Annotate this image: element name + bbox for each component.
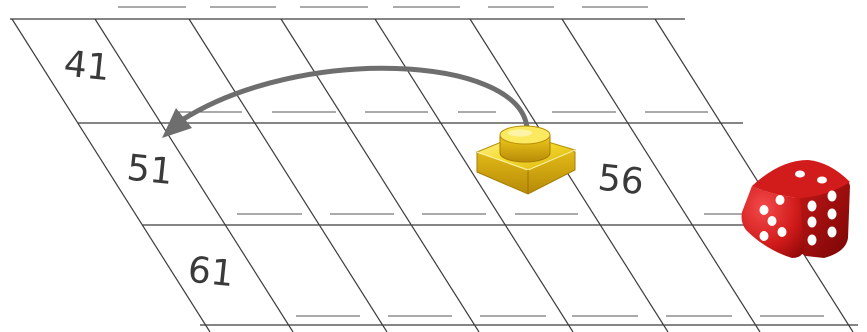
grid-column-line — [562, 19, 760, 332]
grid-column-line — [12, 19, 210, 332]
game-token-icon[interactable] — [477, 126, 575, 194]
curved-arrow-icon — [162, 68, 527, 138]
cell-number-51: 51 — [125, 147, 175, 193]
die-icon[interactable] — [742, 160, 851, 258]
cell-number-61: 61 — [186, 250, 236, 296]
cell-number-56: 56 — [596, 158, 646, 204]
cell-number-41: 41 — [62, 44, 112, 90]
